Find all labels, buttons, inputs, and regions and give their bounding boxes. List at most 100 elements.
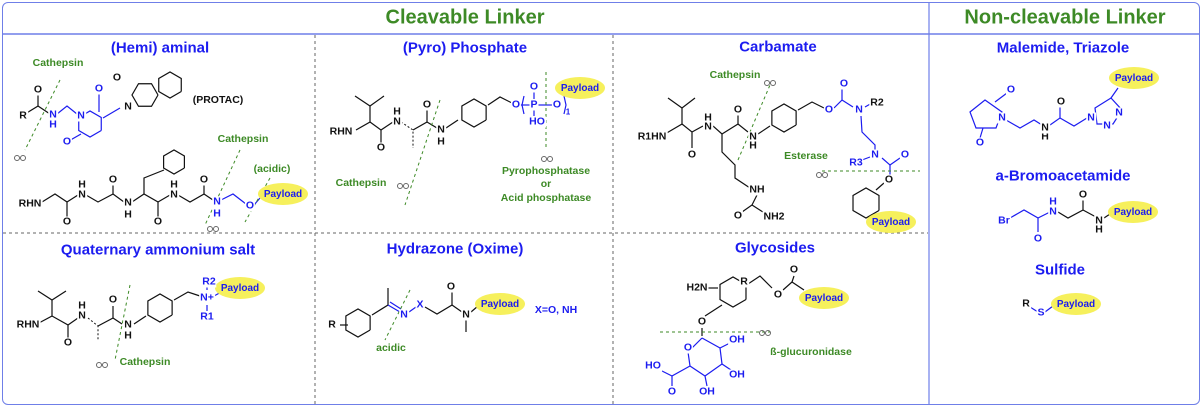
bond [712, 115, 739, 135]
atom-label: NH2 [762, 210, 786, 223]
enzyme-label: ß-glucuronidase [770, 346, 852, 358]
atom-label: O [551, 98, 563, 111]
atom-label: R1HN [636, 130, 668, 143]
atom-label: O [244, 199, 256, 212]
bond [112, 317, 123, 325]
bond [37, 105, 51, 115]
atom-label: O [198, 173, 210, 186]
atom-label: H [169, 178, 179, 191]
atom-label: RHN [328, 125, 354, 138]
bond [487, 96, 513, 106]
bond [704, 375, 708, 387]
atom-label: N [1048, 205, 1058, 218]
atom-label: 1 [565, 107, 571, 117]
atom-label: H [1094, 223, 1104, 236]
bond [451, 304, 463, 313]
cleavage-line [114, 284, 131, 361]
bond [667, 97, 696, 109]
payload-badge: Payload [215, 277, 265, 299]
atom-label: N [870, 148, 880, 161]
atom-label: O [1005, 83, 1017, 96]
cleavage-line [204, 149, 241, 226]
scissors-icon [759, 330, 765, 336]
atom-label: O [510, 98, 522, 111]
enzyme-label: Acid phosphatase [500, 192, 592, 204]
atom-label: N [123, 318, 133, 331]
atom-label: O [732, 103, 744, 116]
enzyme-label: Cathepsin [709, 69, 761, 81]
bond [833, 88, 843, 109]
enzyme-label: Cathepsin [217, 133, 269, 145]
atom-label: N [461, 308, 471, 321]
bond [56, 105, 78, 115]
atom-label: OH [728, 333, 746, 346]
title-hemi-aminal: (Hemi) aminal [110, 39, 210, 57]
scissors-icon [102, 362, 108, 368]
atom-label: H [392, 105, 402, 118]
title-hydrazone: Hydrazone (Oxime) [386, 240, 524, 258]
header-cleavable-linker: Cleavable Linker [385, 6, 545, 29]
bond [143, 169, 165, 194]
atom-label: H [123, 329, 133, 342]
atom-label: R2 [201, 275, 217, 288]
atom-label: N [436, 123, 446, 136]
atom-label: N [703, 120, 713, 133]
bond [87, 317, 99, 340]
bond [387, 304, 401, 313]
atom-label: N [123, 196, 133, 209]
atom-label: N [1114, 106, 1124, 119]
bond [681, 123, 693, 148]
ring [969, 99, 1003, 129]
bond [691, 125, 704, 133]
atom-label: HO [644, 359, 662, 372]
payload-badge: Payload [866, 211, 916, 233]
atom-label: H [1040, 130, 1050, 143]
bond [389, 301, 402, 310]
atom-label: O [61, 135, 73, 148]
payload-badge: Payload [1108, 201, 1158, 223]
atom-label: O [107, 173, 119, 186]
atom-label: H2N [685, 281, 709, 294]
atom-label: O [974, 136, 986, 149]
ring [771, 103, 797, 133]
bond [757, 125, 771, 135]
atom-label: O [1055, 95, 1067, 108]
payload-badge: Payload [475, 293, 525, 315]
atom-label: H [212, 207, 222, 220]
atom-label: P [529, 98, 539, 111]
atom-label: N [1040, 121, 1050, 134]
atom-label: O [696, 315, 708, 328]
atom-label: O [61, 215, 73, 228]
atom-label: N [399, 308, 409, 321]
bond [371, 288, 389, 316]
bond [1005, 119, 1043, 129]
atom-label: Br [997, 214, 1011, 227]
bond [664, 108, 683, 135]
payload-badge: Payload [1109, 67, 1159, 89]
atom-label: H [77, 299, 87, 312]
bond [173, 291, 201, 301]
bond [563, 95, 567, 115]
enzyme-label: or [540, 178, 552, 190]
bond [41, 193, 68, 218]
enzyme-label: Cathepsin [335, 177, 387, 189]
bond [782, 275, 795, 291]
atom-label: O [32, 83, 44, 96]
title-quaternary-ammonium: Quaternary ammonium salt [60, 241, 256, 259]
atom-label: O [445, 280, 457, 293]
bond [1082, 209, 1097, 218]
substituent-note: X=O, NH [534, 304, 578, 316]
bond [97, 306, 114, 327]
bond [737, 123, 749, 133]
atom-label: RHN [17, 197, 43, 210]
payload-badge: Payload [799, 287, 849, 309]
bond [687, 337, 723, 377]
bond [1049, 106, 1061, 126]
bond [1057, 200, 1084, 219]
bond [1110, 87, 1119, 99]
atom-label: N [212, 195, 222, 208]
bond [994, 92, 1008, 103]
atom-label: N [748, 130, 758, 143]
protac-note: (PROTAC) [192, 94, 244, 106]
